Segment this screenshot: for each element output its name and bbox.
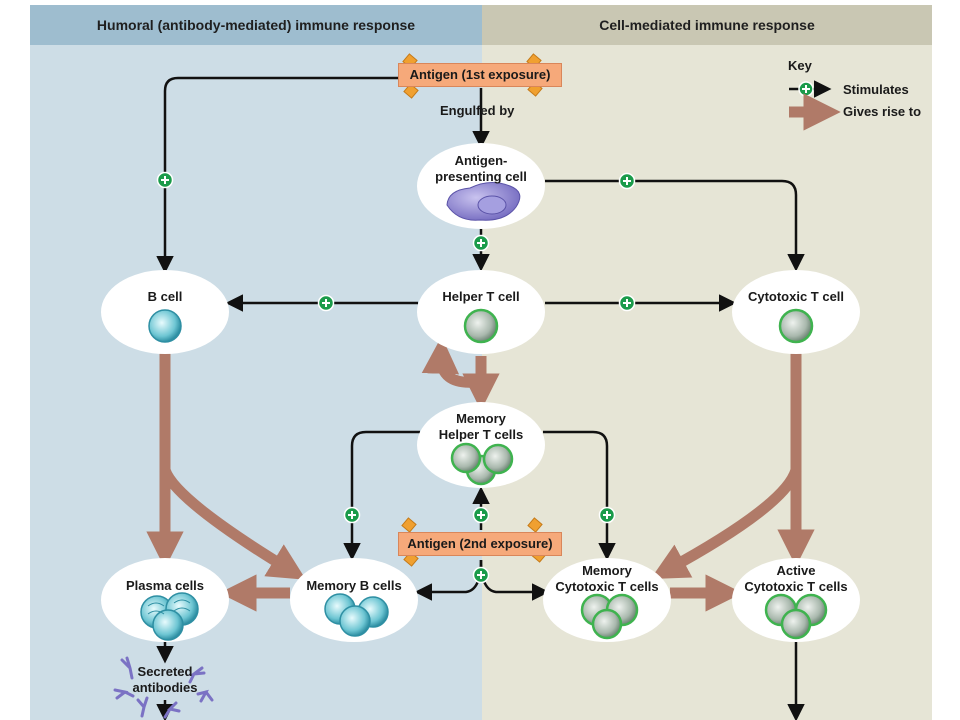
arrow-antigen2-to-memb [414, 559, 483, 601]
arrow-memhelper-to-memtc [543, 430, 616, 561]
engulfed-label: Engulfed by [440, 103, 515, 118]
arrow-antigen-to-bcell [156, 76, 398, 274]
helper-t-icon [463, 308, 499, 344]
antibody-icons [113, 656, 214, 719]
legend-graphics [789, 80, 841, 131]
plasma-label: Plasma cells [125, 578, 205, 593]
arrow-cytotoxic-to-memtc [650, 468, 802, 579]
plus-icon [472, 566, 490, 584]
cytotoxic-t-icon [778, 308, 814, 344]
cell-mediated-title: Cell-mediated immune response [599, 17, 815, 33]
antibodies-label: Secreted antibodies [132, 664, 198, 695]
plus-icon [343, 506, 361, 524]
antigen-first-exposure: Antigen (1st exposure) [398, 63, 562, 87]
cytotoxic-t-label: Cytotoxic T cell [747, 289, 845, 304]
active-cytotoxic-t-label: Active Cytotoxic T cells [744, 563, 848, 594]
active-cytotoxic-t-icon [764, 593, 828, 640]
stimulation-arrows [156, 76, 805, 720]
cell-mediated-header [482, 5, 932, 45]
apc-label: Antigen- presenting cell [435, 153, 527, 184]
active-cytotoxic-t-oval [732, 558, 860, 642]
humoral-header [30, 5, 482, 45]
arrow-antigen2-to-memtc [479, 559, 550, 601]
memory-cytotoxic-t-icon [580, 593, 639, 640]
memory-b-oval [290, 558, 418, 642]
plus-icon [598, 506, 616, 524]
plasma-cells-icon [140, 592, 199, 641]
plus-markers [156, 171, 636, 584]
arrow-memhelper-to-memb [343, 430, 420, 561]
bcell-icon [148, 309, 182, 343]
humoral-title: Humoral (antibody-mediated) immune respo… [96, 17, 416, 33]
memory-b-label: Memory B cells [306, 578, 402, 593]
arrow-bcell-to-memb [159, 467, 306, 580]
plus-icon [472, 234, 490, 252]
legend-gives-rise-label: Gives rise to [843, 104, 922, 119]
arrow-apc-to-cytotoxic [545, 179, 805, 272]
plus-icon [317, 294, 335, 312]
legend-title: Key [788, 58, 812, 73]
memory-helper-t-oval [417, 402, 545, 488]
plus-icon [156, 171, 174, 189]
memory-helper-t-icon [450, 442, 514, 486]
helper-t-label: Helper T cell [442, 289, 520, 304]
plus-icon [618, 172, 636, 190]
plus-icon [798, 81, 814, 97]
memory-b-cells-icon [324, 593, 389, 637]
arrow-helper-self-renew [421, 336, 476, 388]
bcell-label: B cell [147, 289, 183, 304]
memory-helper-t-label: Memory Helper T cells [438, 411, 524, 442]
plus-icon [618, 294, 636, 312]
antigen-second-exposure: Antigen (2nd exposure) [398, 532, 562, 556]
cell-illustrations [113, 182, 828, 719]
gives-rise-arrows [146, 336, 815, 612]
legend-stimulates-label: Stimulates [843, 82, 909, 97]
plus-icon [472, 506, 490, 524]
memory-cytotoxic-t-label: Memory Cytotoxic T cells [555, 563, 659, 594]
antigen-markers [401, 53, 547, 567]
